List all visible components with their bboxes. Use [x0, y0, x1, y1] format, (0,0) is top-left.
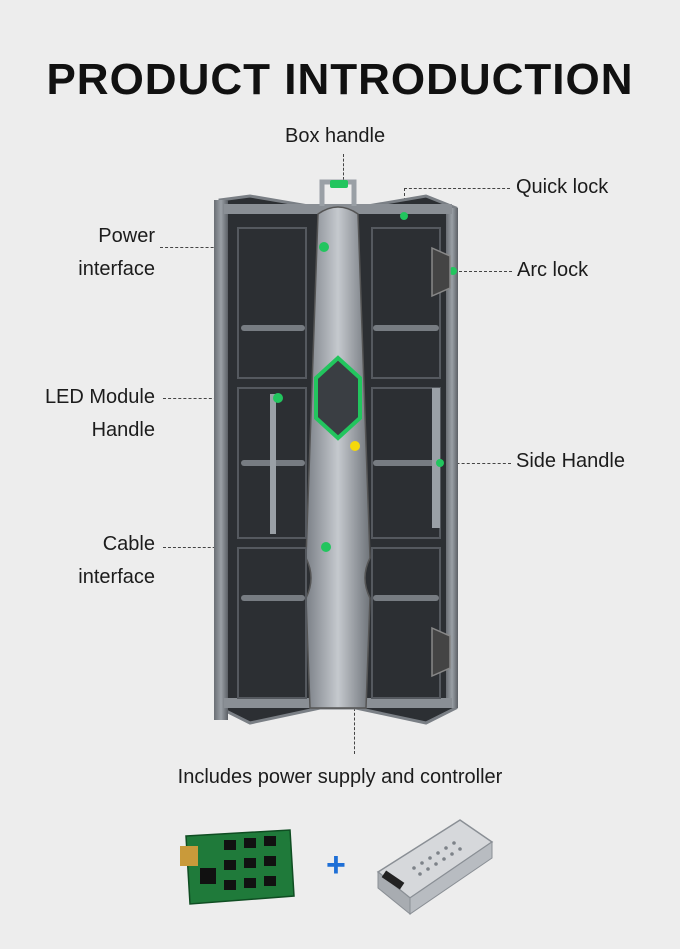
receiving-card-image — [180, 829, 295, 905]
caption-includes: Includes power supply and controller — [177, 766, 503, 788]
label-power-interface-line1: Power — [98, 225, 155, 247]
label-side-handle: Side Handle — [516, 450, 625, 472]
label-led-module-handle-line2: Handle — [91, 419, 155, 441]
page-title: PRODUCT INTRODUCTION — [46, 55, 634, 104]
leader-side-handle — [441, 463, 511, 464]
leader-bottom — [354, 708, 355, 754]
label-cable-interface-line2: interface — [78, 566, 155, 588]
label-led-module-handle-line1: LED Module — [44, 386, 155, 408]
led-cabinet-image — [214, 179, 458, 725]
label-box-handle: Box handle — [285, 125, 386, 147]
label-cable-interface-line1: Cable — [102, 533, 155, 555]
leader-quick-lock — [404, 188, 510, 189]
leader-arc-lock — [454, 271, 512, 272]
label-power-interface-line2: interface — [78, 258, 155, 280]
label-quick-lock: Quick lock — [516, 176, 609, 198]
label-arc-lock: Arc lock — [517, 259, 589, 281]
leader-box-handle — [343, 154, 344, 180]
plus-sign: + — [326, 846, 346, 884]
power-supply-image — [376, 819, 494, 916]
